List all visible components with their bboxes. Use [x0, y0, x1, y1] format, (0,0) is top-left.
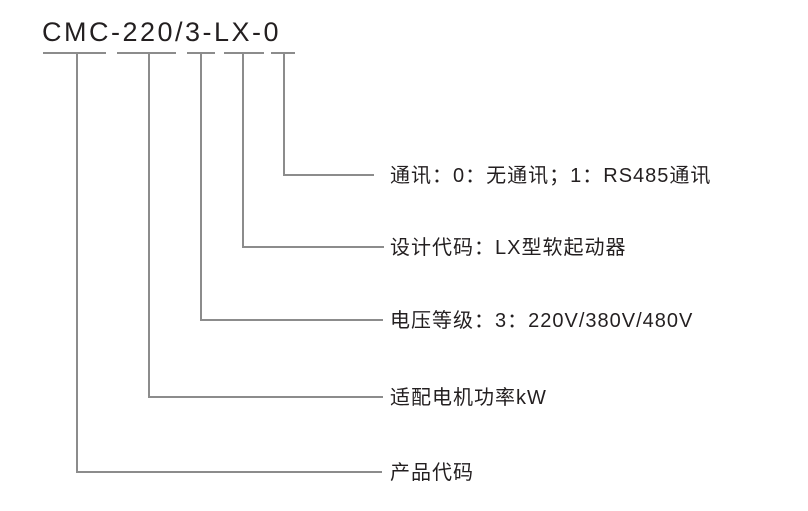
connector-design-code — [242, 53, 384, 248]
connector-voltage-class — [200, 53, 383, 321]
label-motor-power: 适配电机功率kW — [390, 387, 547, 409]
model-code-title: CMC-220/3-LX-0 — [42, 17, 282, 47]
connector-product-code — [76, 53, 382, 473]
label-product-code: 产品代码 — [390, 462, 474, 484]
connector-communication — [283, 53, 374, 176]
label-voltage-class: 电压等级：3：220V/380V/480V — [390, 310, 694, 332]
connector-motor-power — [148, 53, 383, 398]
label-communication: 通讯：0：无通讯；1：RS485通讯 — [390, 165, 712, 187]
label-design-code: 设计代码：LX型软起动器 — [390, 237, 627, 259]
